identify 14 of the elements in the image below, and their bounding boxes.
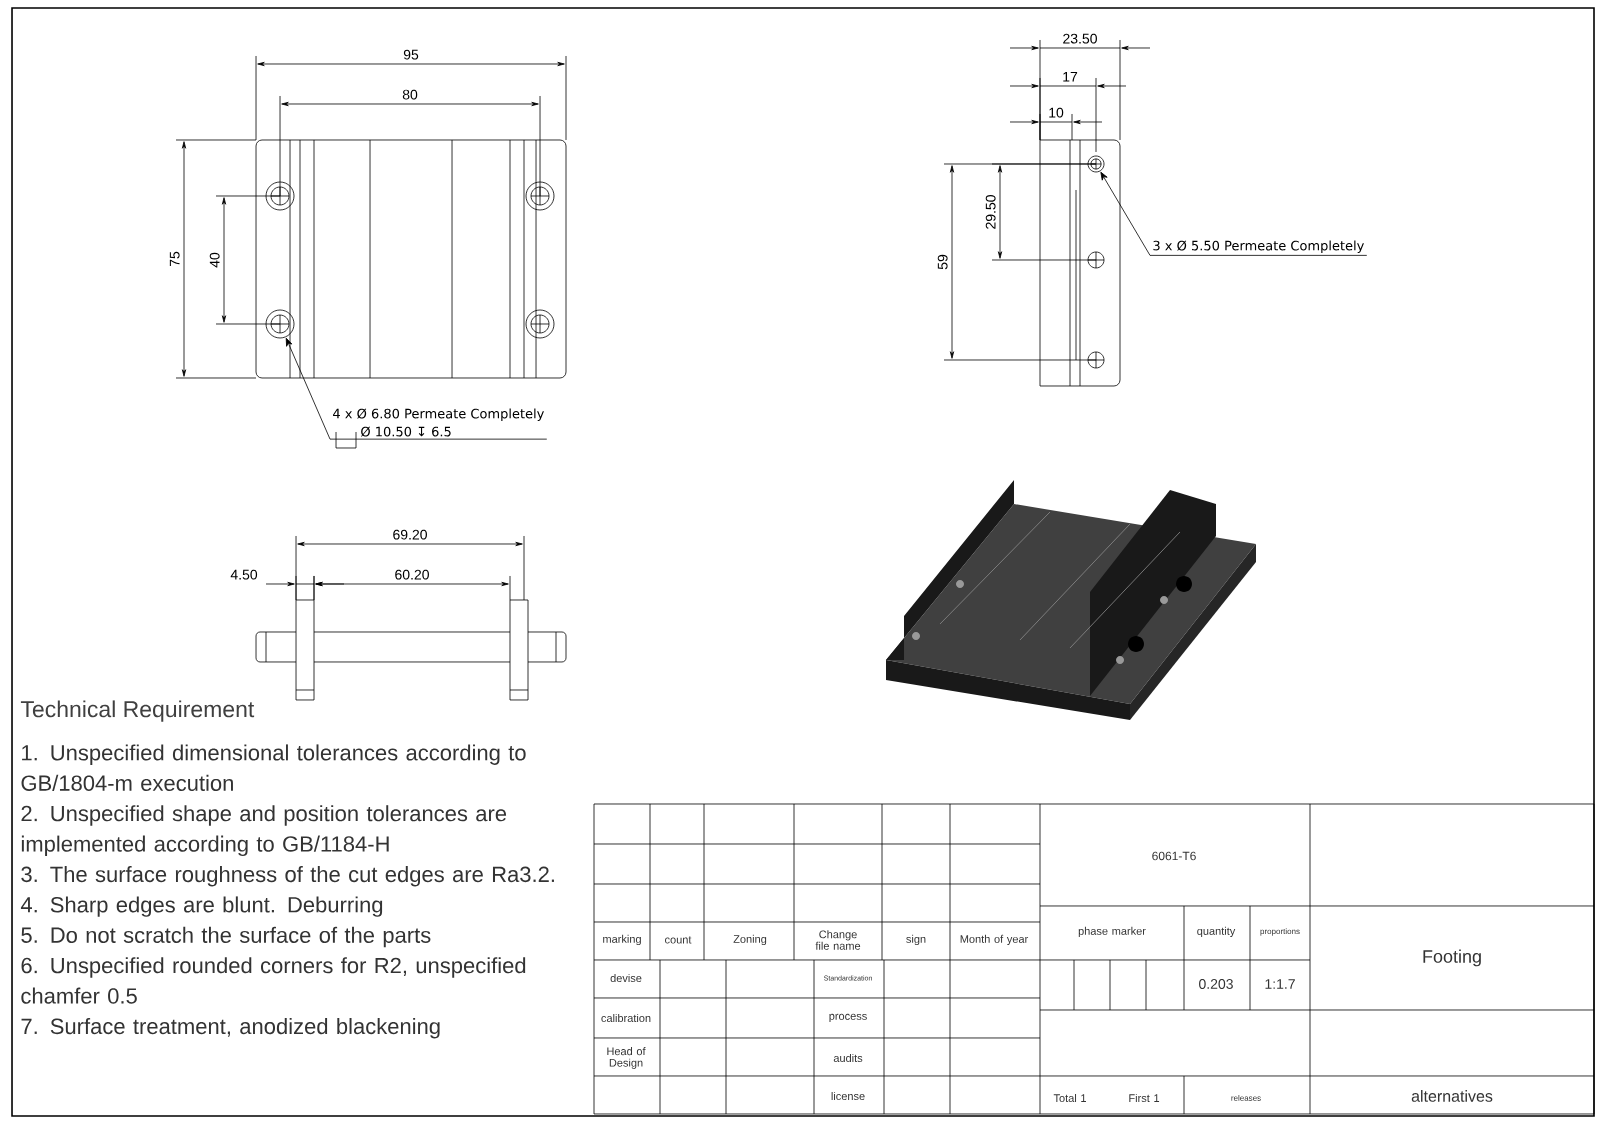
cell-text: alternatives	[1411, 1090, 1493, 1102]
requirement-text: 3. The surface roughness of the cut edges are Ra3.2.	[21, 866, 554, 887]
leader-line	[1100, 171, 1151, 256]
hole	[1087, 155, 1105, 173]
requirement-text: 7. Surface treatment, anodized blackening	[21, 1018, 440, 1039]
requirement-text: 5. Do not scratch the surface of the parts	[21, 926, 431, 948]
cell-text: Footing	[1423, 949, 1481, 967]
requirement-text: 2. Unspecified shape and position tolerances are implemented according to GB/1184-H	[21, 805, 507, 857]
requirement-text: 4. Sharp edges are blunt. Deburring	[20, 896, 383, 917]
requirement-text: 1. Unspecified dimensional tolerances according to GB/1804-m execution	[21, 744, 526, 791]
section-heading: Technical Requirement	[20, 700, 255, 722]
requirement-text: 6. Unspecified rounded corners for R2, unspecified chamfer 0.5	[21, 957, 526, 1004]
leader-line	[285, 337, 331, 440]
hole	[265, 309, 295, 339]
